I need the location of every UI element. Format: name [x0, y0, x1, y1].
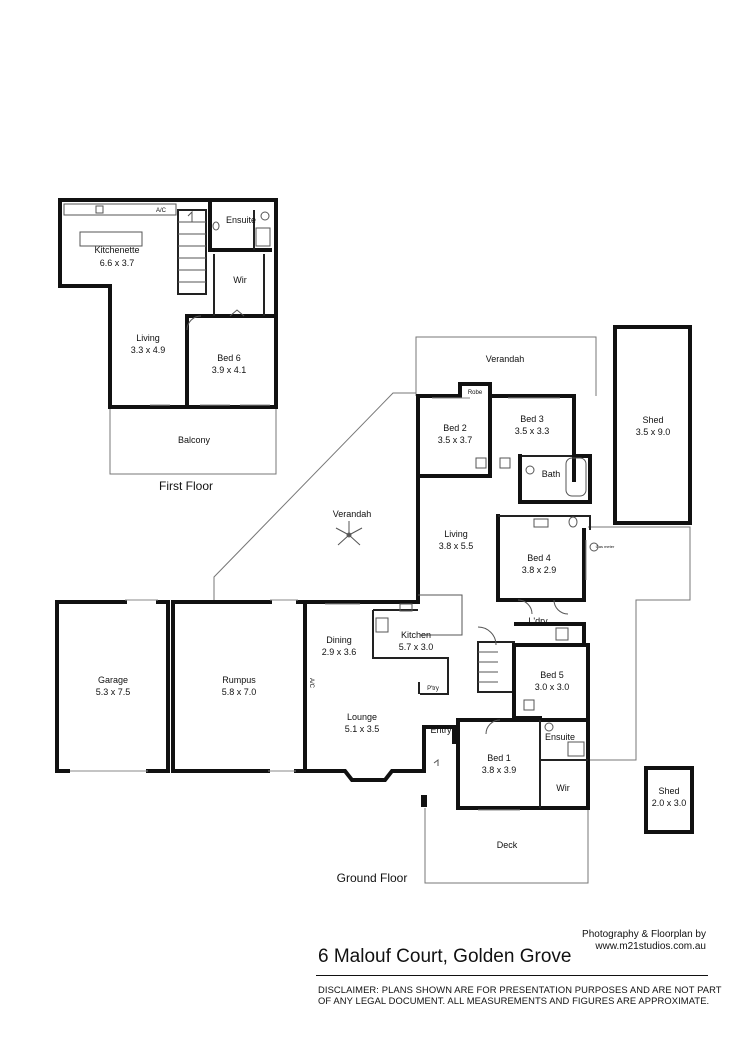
rumpus-wall	[171, 600, 272, 773]
first-floor-plan: A/C Kitchenette 6.6 x 3.7 Living 3.3 x 4…	[58, 198, 278, 493]
shed-small-name: Shed	[658, 786, 679, 796]
kitchenette-dims: 6.6 x 3.7	[100, 258, 135, 268]
yard-outline	[588, 526, 691, 761]
ground-floor-label: Ground Floor	[337, 871, 408, 885]
rumpus-name: Rumpus	[222, 675, 256, 685]
gf-wir-name: Wir	[556, 783, 570, 793]
bed5-dims: 3.0 x 3.0	[535, 682, 570, 692]
bed2-name: Bed 2	[443, 423, 467, 433]
ff-living-dims: 3.3 x 4.9	[131, 345, 166, 355]
credit-line-2: www.m21studios.com.au	[595, 941, 706, 952]
laundry-name: L'dry	[528, 616, 548, 626]
bed3-dims: 3.5 x 3.3	[515, 426, 550, 436]
ff-living-name: Living	[136, 333, 160, 343]
basin-icon	[212, 221, 220, 231]
first-floor-stairs	[177, 209, 207, 295]
kitchenette-island	[79, 231, 143, 247]
bed2-dims: 3.5 x 3.7	[438, 435, 473, 445]
bed4-name: Bed 4	[527, 553, 551, 563]
bed1-wall	[456, 718, 590, 810]
cooktop-icon	[375, 617, 389, 633]
first-floor-ac-label: A/C	[156, 208, 167, 214]
dining-dims: 2.9 x 3.6	[322, 647, 357, 657]
ensuite-shower-icon	[567, 741, 585, 757]
toilet-icon	[260, 211, 270, 221]
dining-top-wall	[303, 478, 420, 604]
gas-meter-label: Gas meter	[596, 544, 615, 549]
kitchen-dims: 5.7 x 3.0	[399, 642, 434, 652]
gas-meter-icon	[589, 542, 599, 552]
verandah-side-outline	[213, 392, 416, 600]
garage-wall	[55, 600, 127, 773]
ceiling-fan-icon	[335, 521, 363, 546]
rumpus-dims: 5.8 x 7.0	[222, 687, 257, 697]
bed6-name: Bed 6	[217, 353, 241, 363]
bed5-name: Bed 5	[540, 670, 564, 680]
basin-icon	[533, 518, 549, 528]
property-address: 6 Malouf Court, Golden Grove	[318, 946, 572, 967]
shed-large-name: Shed	[642, 415, 663, 425]
shed-large-dims: 3.5 x 9.0	[636, 427, 671, 437]
ground-floor-stairs	[477, 641, 515, 693]
ground-floor-plan: Verandah Verandah Robe Bed 2 3.5 x 3.7 B…	[55, 325, 694, 885]
pantry-name: P'try	[427, 686, 439, 692]
kitchenette-bench	[63, 203, 177, 216]
shed-small-dims: 2.0 x 3.0	[652, 798, 687, 808]
sink-icon	[95, 205, 104, 214]
gf-living-dims: 3.8 x 5.5	[439, 541, 474, 551]
shed-large	[613, 325, 692, 525]
bed4-wall	[496, 514, 586, 602]
verandah-top-name: Verandah	[486, 354, 525, 364]
bed1-name: Bed 1	[487, 753, 511, 763]
robe-shower-icon	[475, 457, 487, 469]
deck-outline	[424, 808, 589, 884]
kitchen-name: Kitchen	[401, 630, 431, 640]
disclaimer-line-1: DISCLAIMER: PLANS SHOWN ARE FOR PRESENTA…	[318, 984, 722, 995]
deck-name: Deck	[497, 840, 518, 850]
ff-ensuite-name: Ensuite	[226, 215, 256, 225]
dining-name: Dining	[326, 635, 352, 645]
ground-floor-ac-label: A/C	[308, 678, 314, 689]
ensuite-toilet-icon	[544, 722, 554, 732]
first-floor-outer-wall	[58, 198, 278, 409]
balcony-name: Balcony	[178, 435, 211, 445]
bed6-dims: 3.9 x 4.1	[212, 365, 247, 375]
meter-box	[421, 795, 427, 807]
lounge-dims: 5.1 x 3.5	[345, 724, 380, 734]
verandah-top-outline	[415, 336, 597, 396]
robe-name: Robe	[468, 390, 483, 396]
bed3-name: Bed 3	[520, 414, 544, 424]
laundry-tub-icon	[555, 627, 569, 641]
bath-toilet-icon	[525, 465, 535, 475]
garage-name: Garage	[98, 675, 128, 685]
credit-line-1: Photography & Floorplan by	[582, 929, 706, 940]
gf-ensuite-name: Ensuite	[545, 732, 575, 742]
kitchenette-name: Kitchenette	[94, 245, 139, 255]
lounge-bay-window	[303, 769, 426, 782]
entry-name: Entry	[430, 725, 452, 735]
bed4-dims: 3.8 x 2.9	[522, 565, 557, 575]
shed-small	[644, 766, 694, 834]
ff-wir-name: Wir	[233, 275, 247, 285]
bath-name: Bath	[542, 469, 561, 479]
bed6-door	[186, 315, 202, 331]
wir-door	[229, 309, 245, 317]
lounge-name: Lounge	[347, 712, 377, 722]
entry-wall	[422, 725, 456, 773]
garage-dims: 5.3 x 7.5	[96, 687, 131, 697]
bathtub-icon	[565, 457, 587, 497]
kitchen-sink-icon	[399, 603, 413, 612]
bed1-dims: 3.8 x 3.9	[482, 765, 517, 775]
first-floor-label: First Floor	[159, 479, 213, 493]
gf-living-name: Living	[444, 529, 468, 539]
bed2-bed3-wall	[416, 382, 576, 482]
shower-icon	[255, 227, 271, 247]
disclaimer-line-2: OF ANY LEGAL DOCUMENT. ALL MEASUREMENTS …	[318, 995, 710, 1006]
footer-divider	[316, 975, 708, 976]
verandah-side-name: Verandah	[333, 509, 372, 519]
